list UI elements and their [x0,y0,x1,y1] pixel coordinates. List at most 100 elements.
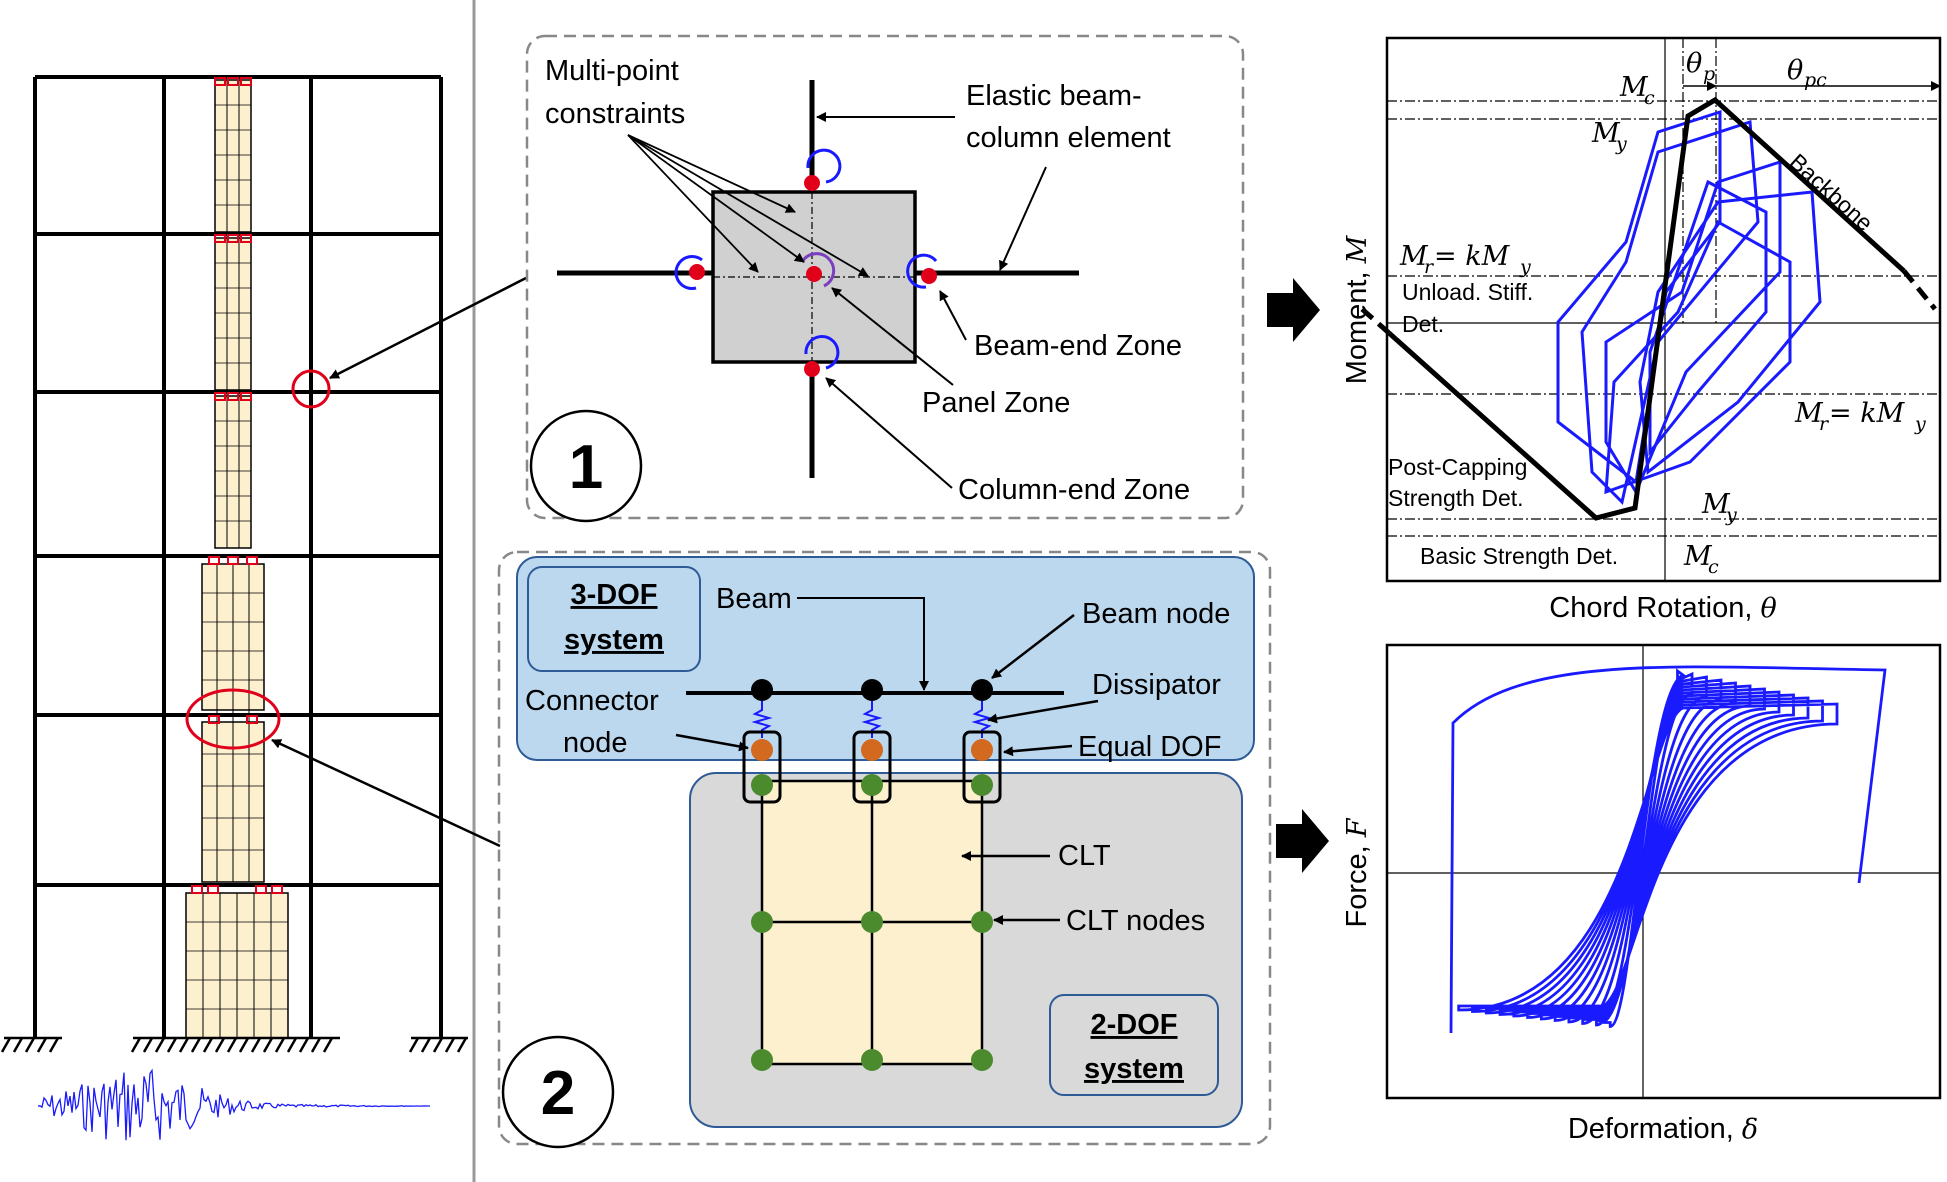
backbone-extension-negative [1360,307,1391,335]
my-bottom-label: My [1701,489,1737,526]
beam-label-arrow [797,597,929,691]
fixed-supports [0,1036,468,1053]
two-dof-label-line1: 2-DOF [1091,1009,1178,1041]
three-dof-label-line2: system [564,624,664,656]
mc-top-label: Mc [1619,72,1655,109]
spring-icon-right [906,253,938,289]
svg-text:θ: θ [1787,55,1803,86]
connector-node-arrow [675,733,749,752]
panel-2: 2 3-DOF system 2-DOF system [497,550,1272,1149]
elastic-label-line2: column element [966,122,1171,154]
clt-node-group [751,774,993,1071]
svg-text:M: M [1794,398,1824,429]
dissipator-arrow [987,699,1099,724]
svg-text:M: M [1399,241,1429,272]
dissipator-label: Dissipator [1092,669,1221,701]
beam-label: Beam [716,583,792,615]
mr-top-label: Mr = kM y [1399,241,1531,278]
connector-node-label-line1: Connector [525,685,659,717]
big-arrow-to-moment [1267,278,1320,342]
svg-text:θ: θ [1686,48,1702,79]
svg-text:M: M [1683,541,1713,572]
two-dof-label-line2: system [1084,1053,1184,1085]
panel-zone-label: Panel Zone [922,387,1070,419]
panel-1-number-circle [529,409,643,523]
svg-text:Moment, M: Moment, M [1341,234,1373,384]
svg-text:r: r [1819,413,1830,435]
panel-2-number: 2 [541,1059,575,1128]
moment-plot-y-label: Moment, M [1341,234,1373,384]
backbone-extension [1902,269,1937,311]
svg-text:y: y [1914,413,1926,435]
svg-text:= kM: = kM [1829,398,1906,429]
moment-plot-reference-lines [1387,38,1940,537]
column-end-zone-label: Column-end Zone [958,474,1190,506]
unload-stiff-label-line1: Unload. Stiff. [1402,279,1533,305]
equal-dof-label: Equal DOF [1078,731,1221,763]
clt-label: CLT [1058,840,1111,872]
joint-highlight-circle [291,369,331,409]
force-deformation-plot: Force, F Deformation, δ [1341,643,1942,1145]
backbone-curve [1387,96,1906,521]
connector-node-group [751,739,993,761]
connector-callout-arrow [271,738,501,848]
panel-2-number-circle [501,1035,615,1149]
unload-stiff-label-line2: Det. [1402,311,1444,337]
dissipator-springs [751,701,993,738]
svg-text:pc: pc [1804,69,1827,91]
beam-node-group [751,679,993,701]
multipoint-label-line2: constraints [545,98,685,130]
panel-zone-arrow [831,287,954,386]
multipoint-arrows [627,134,869,277]
three-dof-system-region [516,556,1255,761]
beam-end-zone-arrow [939,290,967,341]
joint-callout-arrow [329,276,527,380]
clt-nodes-label: CLT nodes [1066,905,1205,937]
connector-node-label-line2: node [563,727,628,759]
hysteresis-curve [1449,665,1887,1034]
mr-bottom-label: Mr = kM y [1794,398,1926,435]
panel-2-border [497,550,1272,1146]
beam-end-zone-label: Beam-end Zone [974,330,1182,362]
dissipator-markers [191,77,283,894]
force-plot-x-label: Deformation, δ [1568,1113,1758,1145]
svg-text:M: M [1701,489,1731,520]
spring-icon-bottom [804,335,840,377]
spring-icon-left [674,255,705,290]
equal-dof-boxes [742,730,1002,804]
force-plot-y-label: Force, F [1341,817,1373,927]
big-arrow-to-force [1276,809,1329,873]
three-dof-label-line1: 3-DOF [571,579,658,611]
multipoint-label-line1: Multi-point [545,55,679,87]
frame-columns [33,77,443,1038]
clt-wall-horizontal-lines [186,104,288,1010]
svg-text:y: y [1519,256,1531,278]
beam-node-label: Beam node [1082,598,1230,630]
three-dof-label-box [527,566,701,672]
moment-plot-x-label: Chord Rotation, θ [1549,592,1776,624]
svg-text:y: y [1725,504,1737,526]
svg-text:c: c [1708,556,1719,578]
connector-highlight-ellipse [185,688,281,750]
two-dof-label-box [1049,994,1219,1096]
svg-text:= kM: = kM [1434,241,1511,272]
svg-text:r: r [1424,256,1435,278]
panel-1-number: 1 [569,433,603,502]
svg-text:p: p [1703,63,1715,85]
svg-text:y: y [1615,133,1627,155]
post-capping-label-line2: Strength Det. [1388,485,1524,511]
ground-motion-record [37,1068,430,1141]
panel-1-border [525,34,1245,520]
svg-text:c: c [1644,87,1655,109]
column-end-zone-arrow [825,377,953,489]
basic-strength-label: Basic Strength Det. [1420,543,1618,569]
frame-structure [0,75,468,1141]
svg-text:M: M [1591,118,1621,149]
elastic-label-line1: Elastic beam- [966,80,1142,112]
my-top-label: My [1591,118,1627,155]
post-capping-label-line1: Post-Capping [1388,454,1527,480]
